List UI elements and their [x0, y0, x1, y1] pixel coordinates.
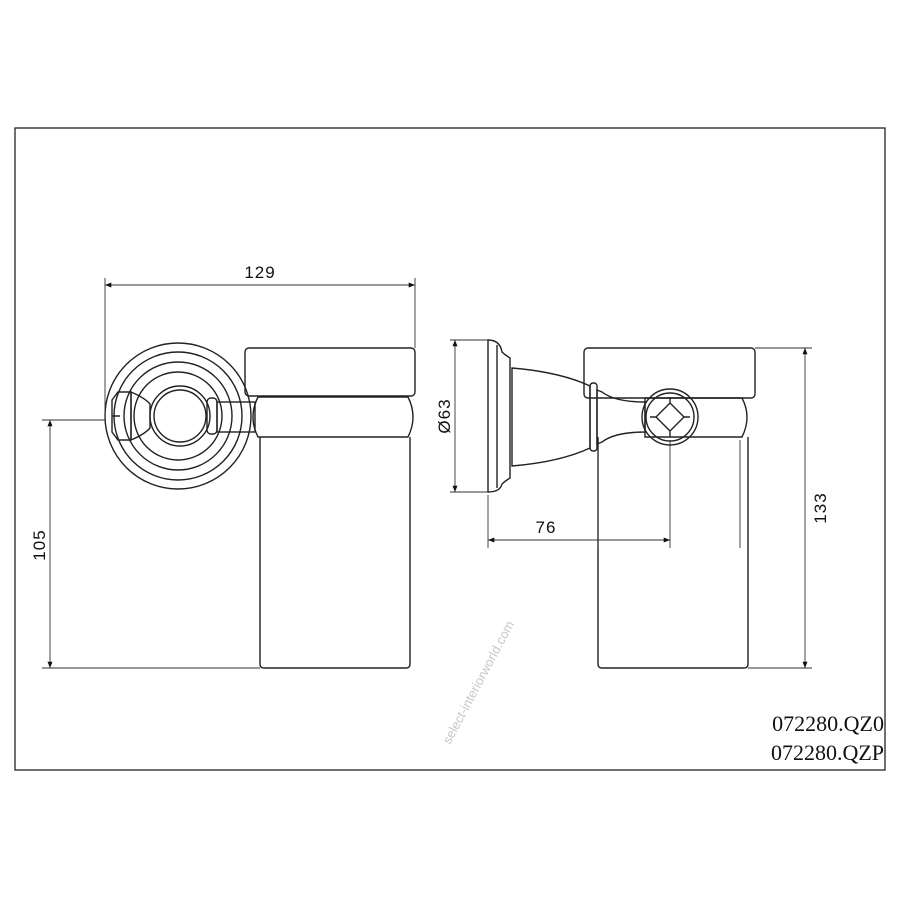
dim-diameter-label: Ø63 [435, 398, 454, 433]
cup-rim [244, 347, 416, 397]
cup-band [252, 396, 414, 438]
hex-nut [111, 391, 132, 441]
rosette [104, 342, 252, 490]
part-number-1: 072280.QZ0 [772, 711, 884, 736]
cup-rim [583, 347, 756, 399]
front-view: 129 105 [30, 263, 416, 669]
dim-height-right-label: 133 [811, 492, 830, 523]
diamond-knob [641, 388, 699, 446]
cup-body [597, 437, 749, 669]
arm [216, 401, 256, 433]
dim-height-left-label: 105 [30, 529, 49, 560]
cup-body [259, 437, 411, 669]
base-plate [487, 339, 511, 493]
cup-band [644, 397, 748, 438]
dim-width-label: 129 [244, 263, 275, 282]
drawing-frame [14, 127, 886, 771]
side-view: Ø63 76 133 [435, 339, 830, 669]
dim-projection-label: 76 [536, 518, 557, 537]
cone [511, 367, 591, 467]
part-number-2: 072280.QZP [771, 740, 884, 765]
watermark: select-interiorworld.com [439, 618, 517, 746]
